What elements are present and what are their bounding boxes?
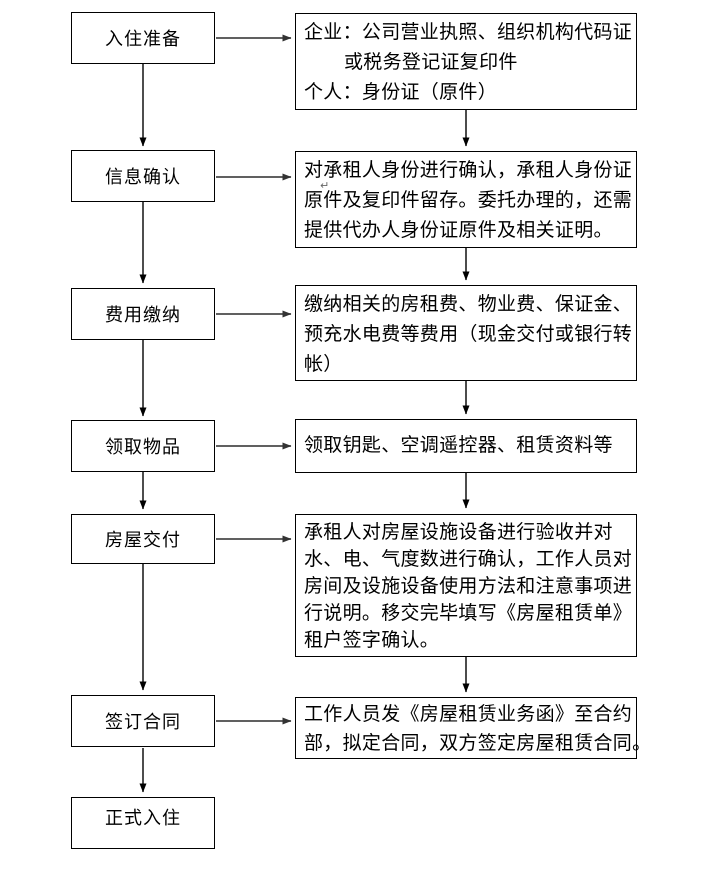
step-box-collect-items: 领取物品 <box>71 420 215 472</box>
detail-box-contract: 工作人员发《房屋租赁业务函》至合约 部，拟定合同，双方签定房屋租赁合同。 <box>295 697 652 759</box>
detail-box-handover-check: 承租人对房屋设施设备进行验收并对 水、电、气度数进行确认，工作人员对 房间及设施… <box>295 514 637 657</box>
detail-line: 行说明。移交完毕填写《房屋租赁单》 <box>304 603 633 624</box>
step-box-house-handover: 房屋交付 <box>71 514 215 564</box>
detail-line: 或税务登记证复印件 <box>344 52 518 73</box>
detail-line: 预充水电费等费用（现金交付或银行转 <box>304 324 633 345</box>
return-mark-artifact: ↵ <box>320 180 330 192</box>
detail-line: 原件及复印件留存。委托办理的，还需 <box>304 190 633 211</box>
step-label: 正式入住 <box>105 808 181 828</box>
detail-line: 领取钥匙、空调遥控器、租赁资料等 <box>304 435 613 456</box>
detail-line: 个人：身份证（原件） <box>304 82 498 103</box>
detail-line: 工作人员发《房屋租赁业务函》至合约 <box>304 704 633 725</box>
detail-line: 提供代办人身份证原件及相关证明。 <box>304 220 613 241</box>
detail-line: 帐） <box>304 354 343 375</box>
detail-box-items: 领取钥匙、空调遥控器、租赁资料等 <box>295 419 637 473</box>
detail-line: 房间及设施设备使用方法和注意事项进 <box>304 576 633 597</box>
detail-box-identity-check: 对承租人身份进行确认，承租人身份证 原件及复印件留存。委托办理的，还需 提供代办… <box>295 151 637 248</box>
step-label: 签订合同 <box>105 712 181 732</box>
detail-line: 企业：公司营业执照、组织机构代码证 <box>304 22 633 43</box>
detail-line: 缴纳相关的房租费、物业费、保证金、 <box>304 294 633 315</box>
step-label: 房屋交付 <box>105 530 181 550</box>
step-box-official-checkin: 正式入住 <box>71 797 215 849</box>
detail-box-documents: 企业：公司营业执照、组织机构代码证 或税务登记证复印件 个人：身份证（原件） <box>295 13 637 110</box>
detail-box-fees: 缴纳相关的房租费、物业费、保证金、 预充水电费等费用（现金交付或银行转 帐） <box>295 285 637 381</box>
detail-line: 部，拟定合同，双方签定房屋租赁合同。 <box>304 733 652 754</box>
step-box-checkin-prep: 入住准备 <box>71 12 215 64</box>
detail-line: 水、电、气度数进行确认，工作人员对 <box>304 549 633 570</box>
step-box-info-confirm: 信息确认 <box>71 150 215 202</box>
detail-line: 承租人对房屋设施设备进行验收并对 <box>304 522 613 543</box>
step-label: 领取物品 <box>105 437 181 457</box>
step-label: 信息确认 <box>105 167 181 187</box>
detail-line: 租户签字确认。 <box>304 630 440 651</box>
step-label: 费用缴纳 <box>105 305 181 325</box>
step-box-sign-contract: 签订合同 <box>71 695 215 747</box>
step-label: 入住准备 <box>105 29 181 49</box>
step-box-fee-payment: 费用缴纳 <box>71 288 215 340</box>
detail-line: 对承租人身份进行确认，承租人身份证 <box>304 160 633 181</box>
